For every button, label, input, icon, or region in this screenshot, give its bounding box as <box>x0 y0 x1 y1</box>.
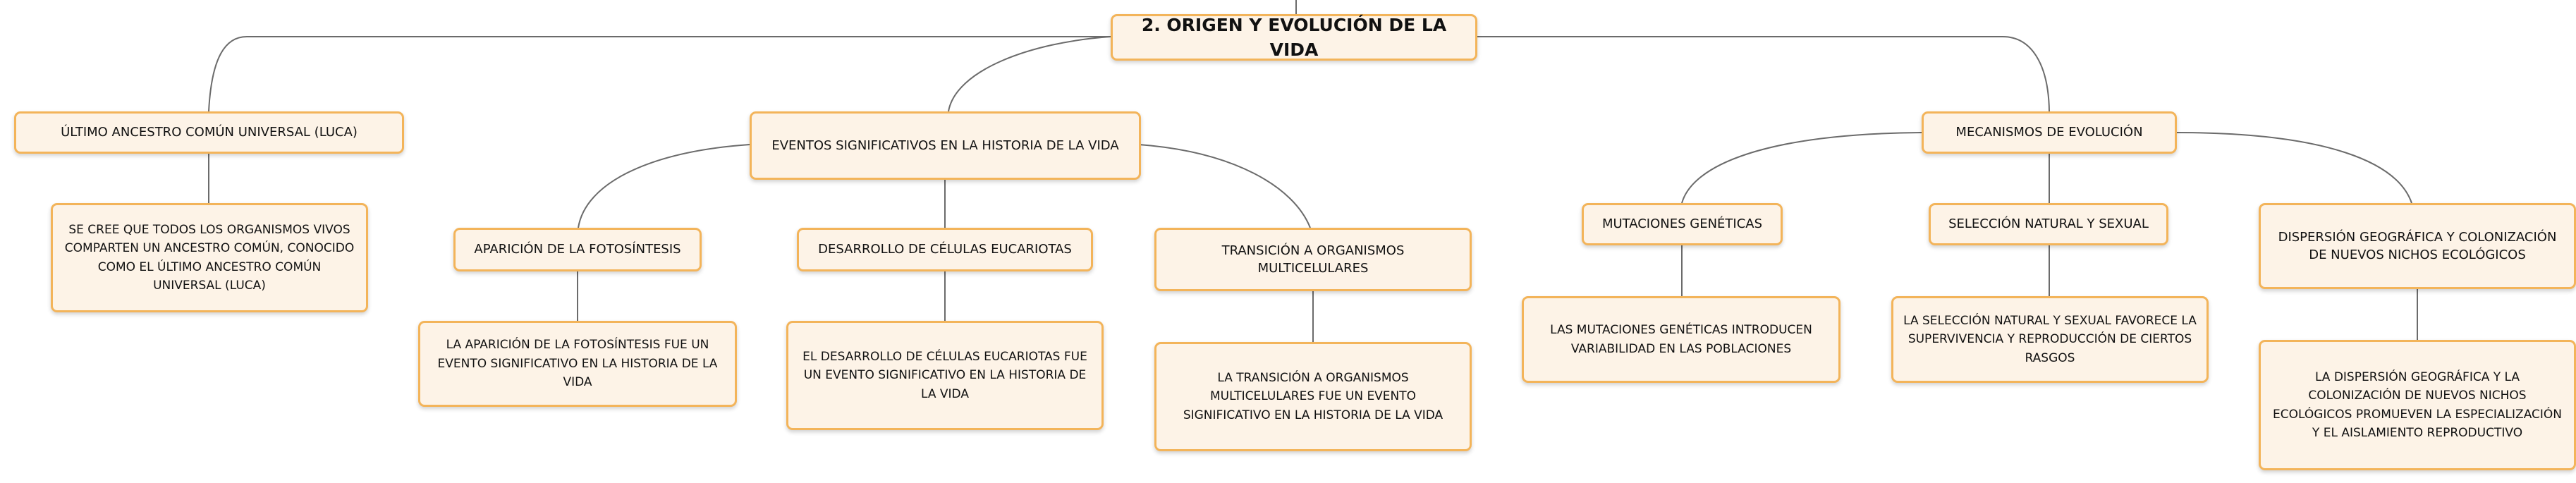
link-eventos-multicelulares <box>1138 144 1311 228</box>
subtopic-dispersion[interactable]: DISPERSIÓN GEOGRÁFICA Y COLONIZACIÓN DE … <box>2259 203 2576 289</box>
link-eventos-fotosintesis <box>578 144 750 228</box>
subtopic-seleccion[interactable]: SELECCIÓN NATURAL Y SEXUAL <box>1929 203 2168 245</box>
link-mecanismos-dispersion <box>2175 132 2412 204</box>
topic-eventos[interactable]: EVENTOS SIGNIFICATIVOS EN LA HISTORIA DE… <box>750 111 1141 180</box>
root-topic[interactable]: 2. ORIGEN Y EVOLUCIÓN DE LA VIDA <box>1111 14 1477 61</box>
detail-fotosintesis[interactable]: LA APARICIÓN DE LA FOTOSÍNTESIS FUE UN E… <box>418 321 737 407</box>
subtopic-mutaciones[interactable]: MUTACIONES GENÉTICAS <box>1582 203 1783 245</box>
subtopic-fotosintesis[interactable]: APARICIÓN DE LA FOTOSÍNTESIS <box>453 228 702 271</box>
detail-multicelulares[interactable]: LA TRANSICIÓN A ORGANISMOS MULTICELULARE… <box>1154 342 1472 451</box>
link-mecanismos-mutaciones <box>1681 132 1922 204</box>
detail-mutaciones[interactable]: LAS MUTACIONES GENÉTICAS INTRODUCEN VARI… <box>1522 296 1841 383</box>
link-root-luca <box>208 36 1111 112</box>
link-root-mecanismos <box>1477 36 2050 112</box>
topic-luca[interactable]: ÚLTIMO ANCESTRO COMÚN UNIVERSAL (LUCA) <box>14 111 404 154</box>
detail-seleccion[interactable]: LA SELECCIÓN NATURAL Y SEXUAL FAVORECE L… <box>1891 296 2209 383</box>
subtopic-multicelulares[interactable]: TRANSICIÓN A ORGANISMOS MULTICELULARES <box>1154 228 1472 291</box>
detail-luca[interactable]: SE CREE QUE TODOS LOS ORGANISMOS VIVOS C… <box>51 203 368 312</box>
subtopic-eucariotas[interactable]: DESARROLLO DE CÉLULAS EUCARIOTAS <box>797 228 1093 271</box>
link-root-eventos <box>948 36 1111 112</box>
topic-mecanismos[interactable]: MECANISMOS DE EVOLUCIÓN <box>1922 111 2177 154</box>
detail-dispersion[interactable]: LA DISPERSIÓN GEOGRÁFICA Y LA COLONIZACI… <box>2259 340 2576 470</box>
detail-eucariotas[interactable]: EL DESARROLLO DE CÉLULAS EUCARIOTAS FUE … <box>786 321 1104 430</box>
